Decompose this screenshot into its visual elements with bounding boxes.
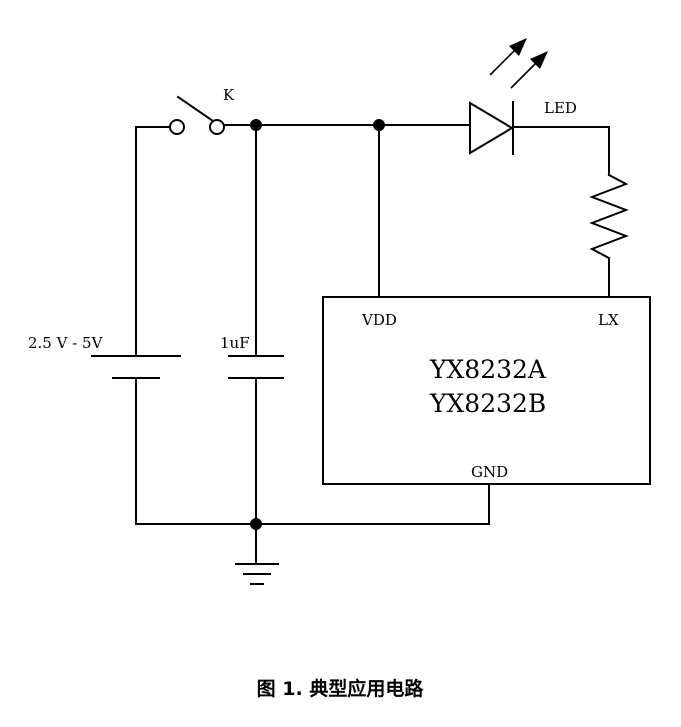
switch-contact-right [209,119,225,135]
resistor-zigzag [589,173,629,260]
led-arrow-2-head [530,51,548,69]
gnd-label: GND [471,463,508,481]
led-arrow-1-head [509,38,527,56]
switch-contact-left [169,119,185,135]
switch-k [169,95,225,135]
led-arrow-2-line [510,59,540,89]
led-diode [469,38,548,155]
led-arrow-1-line [489,46,519,76]
wire-led-right [512,126,610,176]
figure-caption: 图 1. 典型应用电路 [257,677,425,700]
switch-label: K [223,86,235,104]
wire-gnd [255,483,490,525]
led-label: LED [544,99,577,117]
lx-label: LX [598,311,619,329]
vdd-label: VDD [361,311,397,329]
chip-box [322,296,651,485]
wire-battery-bottom [135,377,257,525]
switch-blade [176,95,215,123]
capacitor-label: 1uF [220,334,250,352]
supply-label: 2.5 V - 5V [28,334,104,352]
led-triangle [469,101,514,155]
wire-left-top [135,126,171,357]
chip-name-b: YX8232B [429,389,546,418]
chip-name-a: YX8232A [429,355,547,384]
ground-symbol [235,563,279,585]
